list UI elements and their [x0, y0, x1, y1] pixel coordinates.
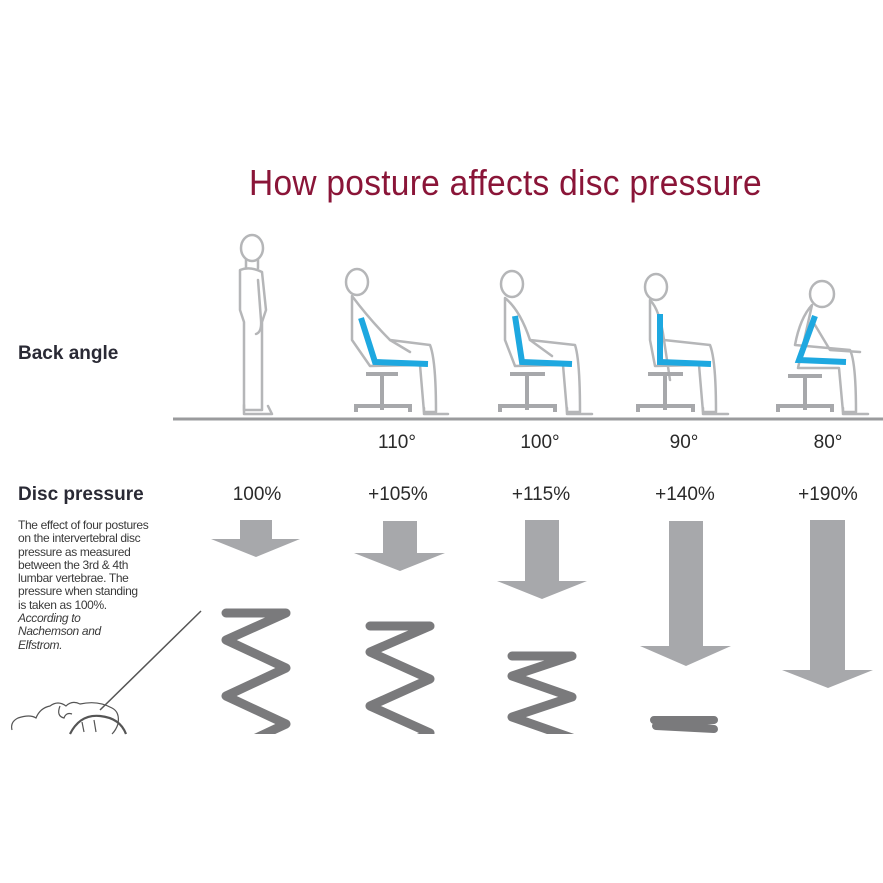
pressure-label-standing: 100% [232, 484, 282, 505]
description-text: The effect of four postures on the inter… [18, 518, 198, 652]
description-line: between the 3rd & 4th [18, 557, 129, 572]
backrest-highlight-icon [794, 314, 847, 365]
spring-110-icon [365, 621, 435, 734]
citation-line: According to [18, 611, 81, 626]
arrow-down-standing-icon [211, 520, 300, 557]
arrow-down-110-icon [354, 521, 445, 571]
seated-figure-80-icon [776, 279, 870, 416]
spring-standing-icon [221, 608, 291, 734]
angle-label-110: 110° [378, 432, 416, 453]
arrow-down-100-icon [497, 520, 587, 599]
spring-100-icon [507, 651, 577, 734]
arrow-down-80-icon [782, 520, 873, 688]
seated-figure-90-icon [636, 272, 730, 416]
page-title: How posture affects disc pressure [249, 162, 762, 203]
angle-label-80: 80° [813, 432, 843, 453]
pressure-label-80: +190% [798, 484, 858, 505]
pressure-label-90: +140% [655, 484, 715, 505]
backrest-highlight-icon [358, 317, 429, 367]
citation-line: Nachemson and [18, 624, 101, 639]
seated-figure-100-icon [498, 269, 594, 416]
back-angle-label: Back angle [18, 343, 119, 364]
backrest-highlight-icon [512, 315, 573, 367]
description-line: pressure as measured [18, 544, 131, 559]
pressure-label-100: +115% [511, 484, 571, 505]
arrow-down-90-icon [640, 521, 731, 666]
description-line: The effect of four postures [18, 518, 149, 532]
angle-label-90: 90° [669, 432, 699, 453]
description-line: lumbar vertebrae. The [18, 571, 129, 586]
seated-figure-110-icon [344, 267, 450, 416]
description-line: pressure when standing [18, 584, 138, 599]
pressure-label-110: +105% [368, 484, 428, 505]
disc-pressure-label: Disc pressure [18, 484, 144, 505]
backrest-highlight-icon [657, 314, 712, 367]
spine-vertebrae-icon [11, 610, 202, 735]
description-line: on the intervertebral disc [18, 531, 141, 546]
citation-line: Elfstrom. [18, 637, 63, 652]
standing-figure-icon [238, 233, 274, 416]
angle-label-100: 100° [520, 432, 560, 453]
description-line: is taken as 100%. [18, 597, 107, 612]
spring-90-icon [650, 716, 718, 733]
